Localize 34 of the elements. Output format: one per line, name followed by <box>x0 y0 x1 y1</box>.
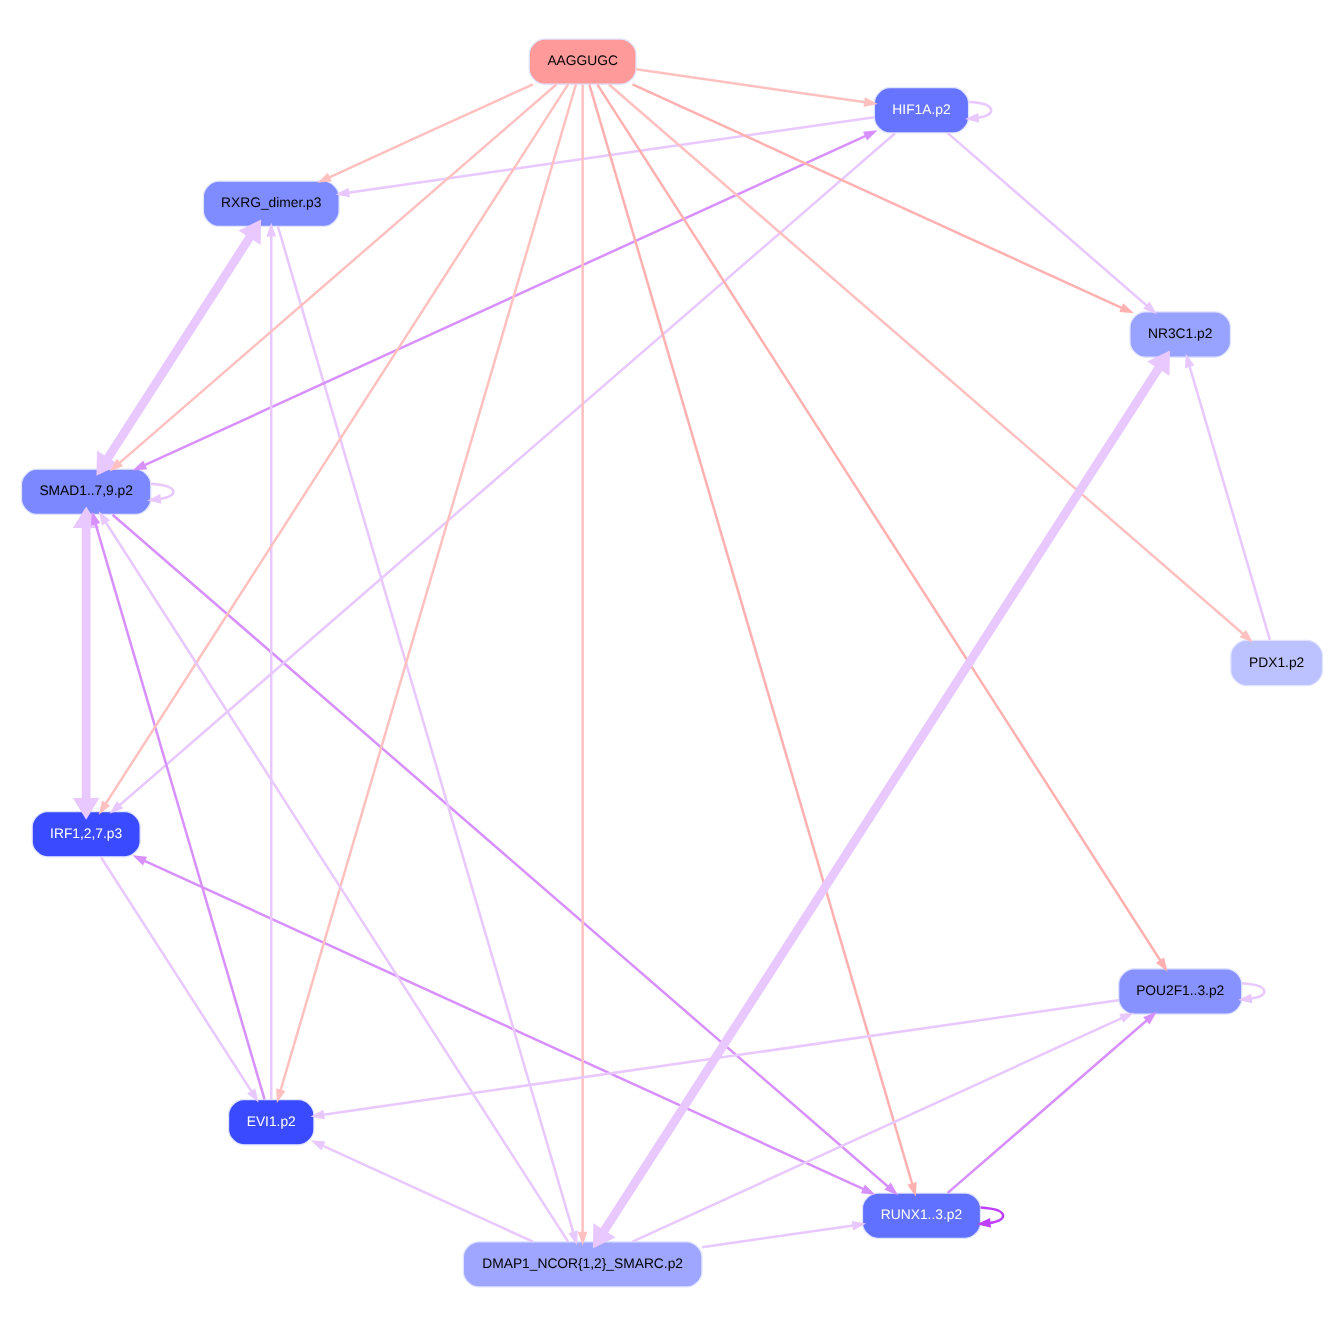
arrow <box>276 82 578 1102</box>
arrow <box>109 82 558 471</box>
arrow <box>335 114 875 197</box>
arrow <box>946 1010 1157 1193</box>
arrow <box>310 998 1119 1119</box>
arrow <box>98 82 570 814</box>
arrow <box>976 1205 1005 1227</box>
arrow <box>577 83 588 1245</box>
arrow <box>636 67 878 106</box>
arrow <box>276 225 578 1245</box>
arrow <box>632 1011 1134 1242</box>
arrow <box>701 1219 867 1248</box>
arrow <box>608 82 1254 642</box>
arrow <box>1238 981 1266 1003</box>
arrow <box>588 83 917 1196</box>
arrow <box>132 129 878 470</box>
arrow <box>310 1139 534 1242</box>
arrow <box>596 82 1168 971</box>
arrow <box>964 99 993 122</box>
arrow <box>266 221 277 1099</box>
arrow <box>147 481 175 503</box>
arrow <box>317 82 534 182</box>
arrow <box>132 854 876 1194</box>
arrow <box>632 82 1134 313</box>
arrow <box>72 505 100 819</box>
arrow <box>592 349 1170 1248</box>
arrow <box>96 218 262 475</box>
arrow <box>109 131 896 813</box>
arrow <box>111 512 898 1195</box>
arrow <box>946 131 1157 314</box>
arrow <box>1185 352 1272 640</box>
arrow <box>99 855 259 1102</box>
arrow <box>98 510 570 1242</box>
arrow <box>91 509 266 1099</box>
